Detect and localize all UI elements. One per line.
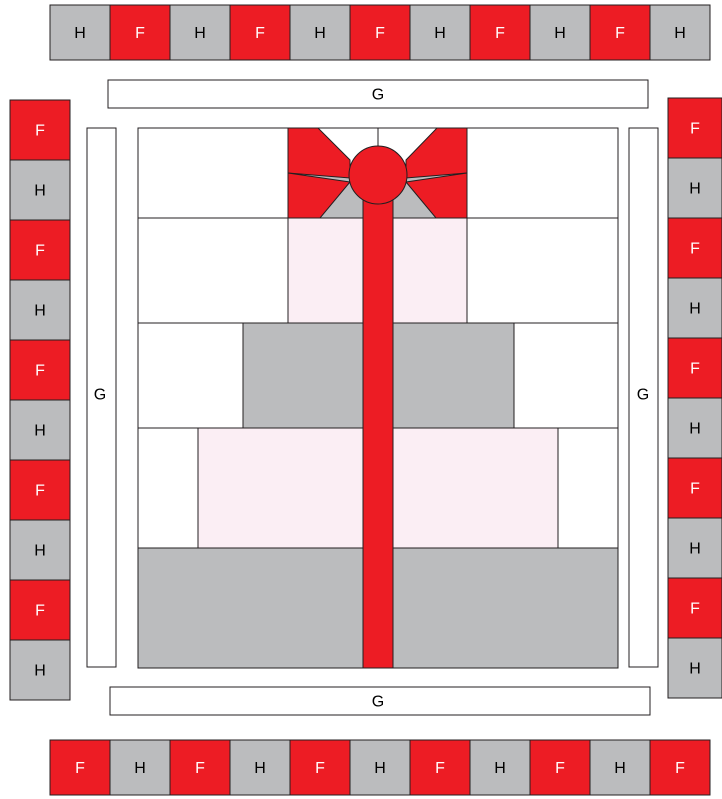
- left-border-label-8: H: [34, 543, 46, 560]
- bottom-border-label-9: F: [555, 760, 565, 777]
- left-border-label-10: H: [34, 663, 46, 680]
- left-border-label-9: F: [35, 603, 45, 620]
- bottom-border-label-4: H: [254, 760, 266, 777]
- bottom-border-label-6: H: [374, 760, 386, 777]
- top-border-label-4: F: [255, 25, 265, 42]
- vertical-ribbon: [363, 200, 393, 668]
- top-border-label-10: F: [615, 25, 625, 42]
- panel-row-4-right: [558, 428, 618, 548]
- right-border-label-8: H: [689, 541, 701, 558]
- top-border-label-1: H: [74, 25, 86, 42]
- top-border-label-6: F: [375, 25, 385, 42]
- left-border-column: F H F H F H F H F H: [10, 100, 70, 700]
- top-border-label-2: F: [135, 25, 145, 42]
- bottom-border-label-5: F: [315, 760, 325, 777]
- top-border-label-9: H: [554, 25, 566, 42]
- top-border-label-3: H: [194, 25, 206, 42]
- right-sashing-label: G: [637, 387, 649, 404]
- right-border-column: F H F H F H F H F H: [668, 98, 722, 698]
- bottom-border-label-1: F: [75, 760, 85, 777]
- right-border-label-6: H: [689, 421, 701, 438]
- left-border-label-2: H: [34, 183, 46, 200]
- right-border-label-5: F: [690, 361, 700, 378]
- bottom-border-label-10: H: [614, 760, 626, 777]
- right-border-label-3: F: [690, 241, 700, 258]
- right-border-label-9: F: [690, 601, 700, 618]
- left-border-label-7: F: [35, 483, 45, 500]
- gift-panel: [138, 128, 618, 668]
- top-sashing-label: G: [372, 87, 384, 104]
- left-border-label-5: F: [35, 363, 45, 380]
- panel-row-3-right: [514, 323, 618, 428]
- right-border-label-7: F: [690, 481, 700, 498]
- bottom-border-label-3: F: [195, 760, 205, 777]
- panel-row-3-left: [138, 323, 243, 428]
- right-border-label-4: H: [689, 301, 701, 318]
- panel-row-2-left: [138, 218, 288, 323]
- left-border-label-4: H: [34, 303, 46, 320]
- panel-row-2-right: [467, 218, 618, 323]
- left-sashing-label: G: [94, 387, 106, 404]
- top-border-label-11: H: [674, 25, 686, 42]
- left-border-label-1: F: [35, 123, 45, 140]
- top-border-label-5: H: [314, 25, 326, 42]
- top-border-label-7: H: [434, 25, 446, 42]
- bow-knot: [349, 146, 407, 204]
- left-border-label-3: F: [35, 243, 45, 260]
- bottom-border-label-2: H: [134, 760, 146, 777]
- bottom-border-label-8: H: [494, 760, 506, 777]
- right-border-label-1: F: [690, 121, 700, 138]
- left-border-label-6: H: [34, 423, 46, 440]
- top-border-label-8: F: [495, 25, 505, 42]
- bottom-border-label-7: F: [435, 760, 445, 777]
- right-border-label-10: H: [689, 661, 701, 678]
- right-border-label-2: H: [689, 181, 701, 198]
- panel-row-1-right: [467, 128, 618, 218]
- bottom-sashing-label: G: [372, 694, 384, 711]
- panel-row-1-left: [138, 128, 288, 218]
- bottom-border-label-11: F: [675, 760, 685, 777]
- panel-row-4-left: [138, 428, 198, 548]
